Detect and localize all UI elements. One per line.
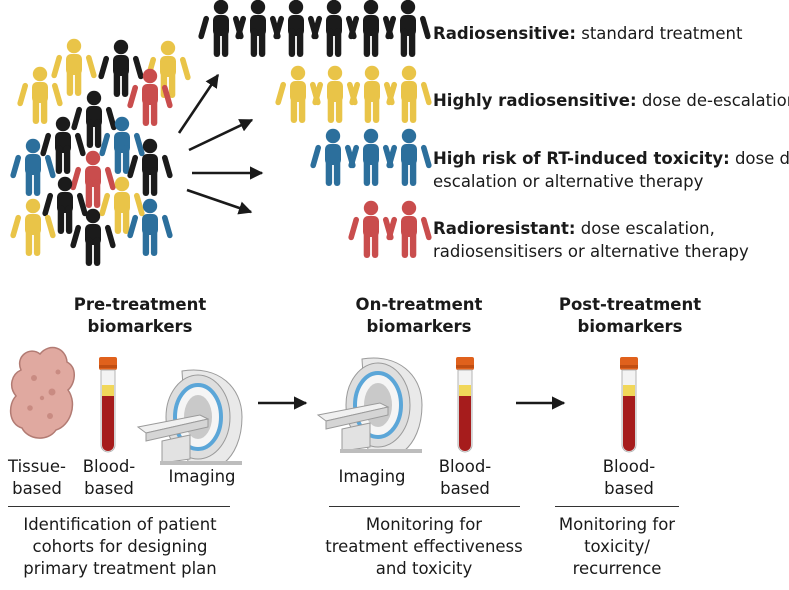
stage-purpose-on: Monitoring for treatment effectiveness a… [325, 515, 523, 578]
mri-scanner-icon-on [316, 356, 424, 455]
group-radioresistant-line2: radiosensitisers or alternative therapy [433, 242, 749, 261]
radiosensitive-group [197, 0, 432, 57]
group-radiosensitive: Radiosensitive: standard treatment [433, 23, 742, 45]
group-toxicity-risk: High risk of RT-induced toxicity: dose d… [433, 148, 789, 170]
radioresistant-group [347, 200, 433, 258]
group-description: standard treatment [581, 24, 743, 43]
group-description: dose de- [734, 149, 789, 168]
group-description: dose escalation, [580, 219, 715, 238]
group-radioresistant: Radioresistant: dose escalation, [433, 218, 715, 240]
toxicity-risk-group [309, 128, 433, 186]
source-label-blood-post: Blood- based [602, 457, 656, 498]
stage-title-post: Post-treatment biomarkers [558, 295, 702, 336]
group-description: dose de-escalation [641, 91, 789, 110]
mri-scanner-icon-pre [136, 368, 244, 467]
blood-tube-icon-pre [98, 356, 118, 453]
stage-title-on: On-treatment biomarkers [355, 295, 483, 336]
divider-pre [8, 506, 230, 507]
source-label-blood-on: Blood- based [438, 457, 492, 498]
source-label-imaging-on: Imaging [338, 467, 406, 486]
stage-purpose-pre: Identification of patient cohorts for de… [23, 515, 217, 578]
source-label-tissue: Tissue- based [8, 457, 66, 498]
stage-title-pre: Pre-treatment biomarkers [73, 295, 207, 336]
source-label-imaging-pre: Imaging [168, 467, 236, 486]
divider-on [329, 506, 520, 507]
blood-tube-icon-post [619, 356, 639, 453]
tissue-sample-icon [9, 346, 75, 439]
group-label: High risk of RT-induced toxicity: [433, 149, 730, 168]
stage-purpose-post: Monitoring for toxicity/ recurrence [558, 515, 676, 578]
patient-population [9, 38, 192, 266]
divider-post [555, 506, 679, 507]
group-toxicity-risk-line2: escalation or alternative therapy [433, 172, 704, 191]
group-label: Radioresistant: [433, 219, 576, 238]
blood-tube-icon-on [455, 356, 475, 453]
group-label: Highly radiosensitive: [433, 91, 637, 110]
group-highly-radiosensitive: Highly radiosensitive: dose de-escalatio… [433, 90, 789, 112]
source-label-blood-pre: Blood- based [82, 457, 136, 498]
stratification-arrows [177, 73, 264, 215]
group-label: Radiosensitive: [433, 24, 576, 43]
highly-radiosensitive-group [274, 65, 433, 123]
